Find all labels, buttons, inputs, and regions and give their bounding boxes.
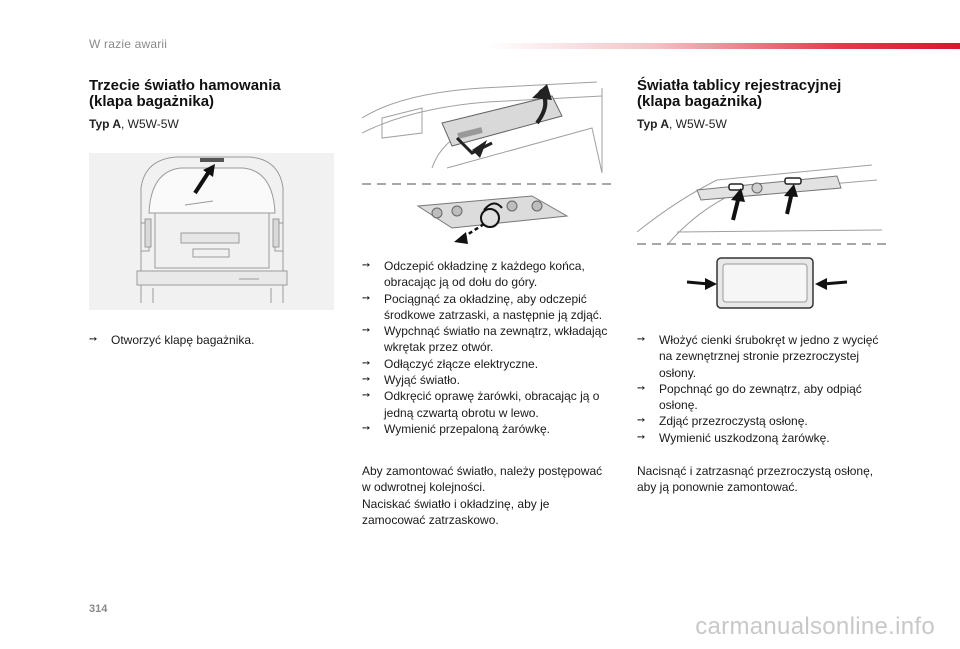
brake-light-illustration — [362, 78, 612, 253]
right-bulb-type: Typ A, W5W-5W — [637, 117, 727, 131]
bullet-arrow-icon: ➙ — [362, 357, 371, 369]
middle-steps-list: ➙Odczepić okładzinę z każdego końca, obr… — [362, 258, 612, 437]
list-item: ➙Popchnąć go do zewnątrz, aby odpiąć osł… — [637, 381, 862, 413]
right-title-line1: Światła tablicy rejestracyjnej — [637, 77, 842, 94]
plate-light-illustration — [637, 160, 887, 315]
left-title-line2: (klapa bagażnika) — [89, 93, 215, 110]
list-item: ➙Odczepić okładzinę z każdego końca, obr… — [362, 259, 585, 290]
list-item: ➙Wypchnąć światło na zewnątrz, wkładając… — [362, 324, 608, 355]
header-section-title: W razie awarii — [89, 37, 168, 51]
list-item: ➙Odłączyć złącze elektryczne. — [362, 356, 539, 371]
bullet-arrow-icon: ➙ — [89, 334, 98, 345]
right-type-value: , W5W-5W — [669, 117, 727, 131]
watermark-text: carmanualsonline.info — [695, 613, 935, 640]
right-steps-list: ➙Włożyć cienki śrubokręt w jedno z wycię… — [637, 332, 892, 446]
middle-reassembly-note: Aby zamontować światło, należy postępowa… — [362, 464, 603, 527]
bullet-arrow-icon: ➙ — [637, 431, 646, 443]
page-number: 314 — [89, 603, 108, 615]
list-item: ➙Włożyć cienki śrubokręt w jedno z wycię… — [637, 333, 879, 380]
right-section-title: Światła tablicy rejestracyjnej (klapa ba… — [637, 78, 841, 110]
bullet-arrow-icon: ➙ — [637, 382, 646, 394]
list-item: ➙Odkręcić oprawę żarówki, obracając ją o… — [362, 389, 600, 420]
header-accent-line — [488, 43, 960, 49]
bullet-arrow-icon: ➙ — [637, 415, 646, 427]
list-item: ➙Pociągnąć za okładzinę, aby odczepić śr… — [362, 291, 603, 322]
list-item: ➙Wymienić przepaloną żarówkę. — [362, 421, 550, 436]
bullet-arrow-icon: ➙ — [362, 325, 371, 337]
bullet-arrow-icon: ➙ — [362, 422, 371, 434]
left-type-label: Typ A — [89, 117, 121, 131]
left-bulb-type: Typ A, W5W-5W — [89, 117, 179, 131]
right-title-line2: (klapa bagażnika) — [637, 93, 763, 110]
list-item: ➙Otworzyć klapę bagażnika. — [89, 333, 255, 347]
bullet-arrow-icon: ➙ — [362, 374, 371, 386]
list-item: ➙Wyjąć światło. — [362, 373, 460, 388]
left-title-line1: Trzecie światło hamowania — [89, 77, 281, 94]
list-item: ➙Zdjąć przezroczystą osłonę. — [637, 414, 808, 429]
left-type-value: , W5W-5W — [121, 117, 179, 131]
left-section-title: Trzecie światło hamowania (klapa bagażni… — [89, 78, 281, 110]
bullet-arrow-icon: ➙ — [637, 334, 646, 345]
right-reassembly-note: Nacisnąć i zatrzasnąć przezroczystą osło… — [637, 464, 874, 495]
right-type-label: Typ A — [637, 117, 669, 131]
bullet-arrow-icon: ➙ — [362, 292, 371, 304]
bullet-arrow-icon: ➙ — [362, 260, 371, 271]
left-steps-list: ➙Otworzyć klapę bagażnika. — [89, 332, 334, 348]
van-rear-illustration — [89, 153, 334, 310]
list-item: ➙Wymienić uszkodzoną żarówkę. — [637, 430, 830, 445]
bullet-arrow-icon: ➙ — [362, 390, 371, 402]
